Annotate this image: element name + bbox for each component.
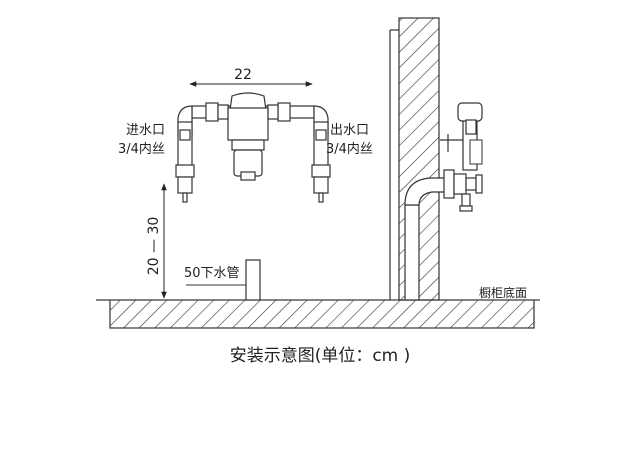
cabinet-floor-label: 橱柜底面 xyxy=(479,285,527,300)
wall-pipe xyxy=(404,177,446,301)
outlet-title: 出水口 xyxy=(330,123,369,138)
inlet-thread: 3/4内丝 xyxy=(118,141,165,157)
diagram-caption: 安装示意图(单位：cm ) xyxy=(229,346,411,366)
inlet-title: 进水口 xyxy=(126,123,165,138)
drain-pipe-label: 50下水管 xyxy=(184,266,240,281)
outlet-thread: 3/4内丝 xyxy=(326,141,373,157)
width-dimension-label: 22 xyxy=(234,67,252,83)
cabinet-floor-slab xyxy=(96,299,540,329)
width-dimension: 22 xyxy=(189,67,313,87)
height-dimension-label: 20 — 30 xyxy=(146,217,162,276)
drain-pipe: 50下水管 xyxy=(184,259,261,301)
filter-front-view xyxy=(175,92,331,203)
filter-side-view xyxy=(440,102,483,212)
height-dimension: 20 — 30 xyxy=(146,183,167,299)
